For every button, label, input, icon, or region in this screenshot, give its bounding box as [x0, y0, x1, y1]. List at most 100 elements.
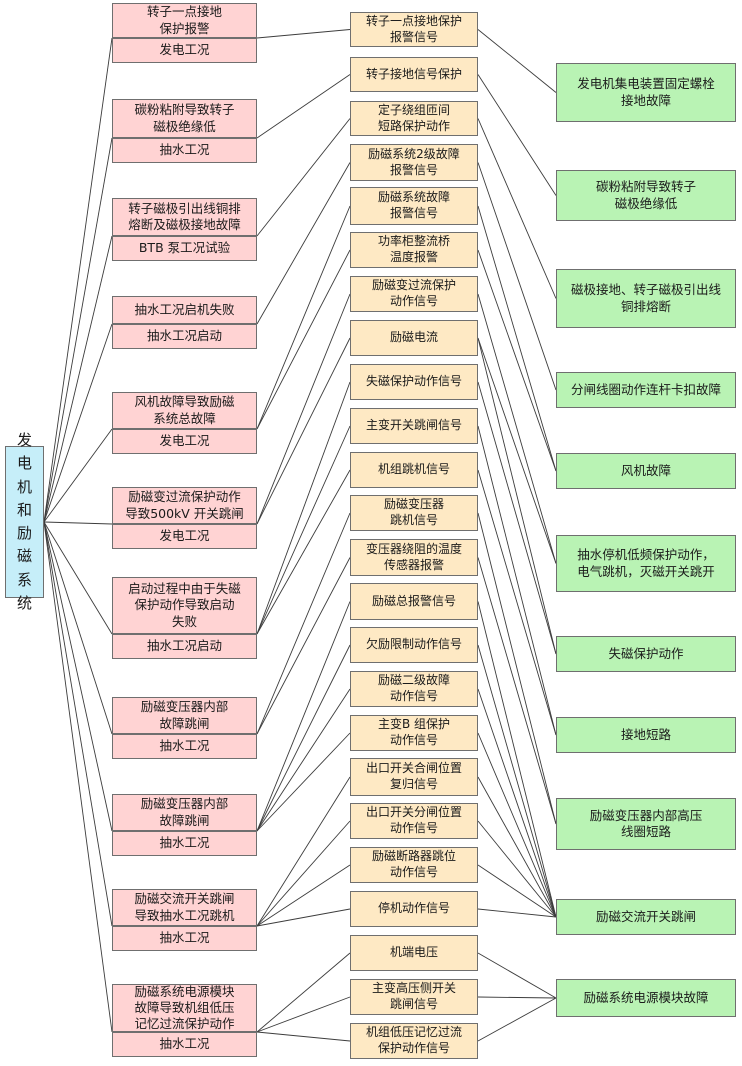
- event-signal-edge-3-3: [256, 118, 351, 237]
- signal-node-1: 转子一点接地保护 报警信号: [350, 12, 478, 47]
- signal-fault-edge-6-5: [477, 249, 557, 472]
- root-event-edge-7: [43, 521, 113, 635]
- event-title-3: 转子磁极引出线铜排 熔断及磁极接地故障: [112, 198, 257, 236]
- signal-fault-edge-18-10: [477, 776, 557, 918]
- fault-node-8: 接地短路: [556, 717, 736, 753]
- signal-node-9: 失磁保护动作信号: [350, 364, 478, 400]
- event-signal-edge-10-18: [256, 776, 351, 927]
- signal-fault-edge-3-3: [477, 118, 557, 299]
- event-condition-11: 抽水工况: [112, 1032, 257, 1057]
- fault-node-4: 分闸线圈动作连杆卡扣故障: [556, 372, 736, 408]
- signal-node-4: 励磁系统2级故障 报警信号: [350, 144, 478, 181]
- fault-node-7: 失磁保护动作: [556, 636, 736, 672]
- event-condition-9: 抽水工况: [112, 831, 257, 856]
- root-event-edge-6: [43, 521, 113, 525]
- fault-node-3: 磁极接地、转子磁极引出线 铜排熔断: [556, 269, 736, 328]
- root-event-edge-11: [43, 521, 113, 1033]
- signal-node-6: 功率柜整流桥 温度报警: [350, 232, 478, 268]
- event-title-1: 转子一点接地 保护报警: [112, 3, 257, 38]
- event-condition-7: 抽水工况启动: [112, 634, 257, 659]
- event-title-4: 抽水工况启机失败: [112, 296, 257, 324]
- event-signal-edge-11-22: [256, 952, 351, 1033]
- signal-fault-edge-16-10: [477, 688, 557, 918]
- signal-fault-edge-23-11: [477, 996, 557, 999]
- signal-node-12: 励磁变压器 跳机信号: [350, 495, 478, 531]
- event-signal-edge-9-17: [256, 732, 351, 832]
- signal-node-21: 停机动作信号: [350, 891, 478, 927]
- root-event-edge-4: [43, 323, 113, 523]
- signal-node-11: 机组跳机信号: [350, 452, 478, 488]
- event-signal-edge-9-16: [256, 688, 351, 832]
- signal-fault-edge-1-1: [477, 29, 557, 93]
- fault-node-10: 励磁交流开关跳闸: [556, 899, 736, 935]
- event-condition-10: 抽水工况: [112, 926, 257, 951]
- event-signal-edge-6-8: [256, 337, 351, 525]
- event-signal-edge-7-11: [256, 469, 351, 635]
- signal-node-5: 励磁系统故障 报警信号: [350, 187, 478, 225]
- signal-fault-edge-2-2: [477, 74, 557, 196]
- signal-node-24: 机组低压记忆过流 保护动作信号: [350, 1023, 478, 1059]
- signal-fault-edge-5-5: [477, 205, 557, 472]
- signal-fault-edge-19-10: [477, 820, 557, 918]
- event-signal-edge-9-15: [256, 644, 351, 832]
- event-signal-edge-4-4: [256, 162, 351, 325]
- event-signal-edge-8-13: [256, 557, 351, 735]
- signal-fault-edge-4-4: [477, 162, 557, 391]
- event-title-8: 励磁变压器内部 故障跳闸: [112, 697, 257, 734]
- event-condition-1: 发电工况: [112, 38, 257, 63]
- event-signal-edge-1-1: [256, 29, 351, 39]
- event-condition-2: 抽水工况: [112, 138, 257, 163]
- signal-node-7: 励磁变过流保护 动作信号: [350, 276, 478, 312]
- signal-fault-edge-21-10: [477, 908, 557, 918]
- event-signal-edge-11-24: [256, 1031, 351, 1042]
- signal-fault-edge-9-7: [477, 381, 557, 655]
- signal-fault-edge-7-6: [477, 293, 557, 564]
- signal-fault-edge-20-10: [477, 864, 557, 918]
- event-signal-edge-5-5: [256, 205, 351, 430]
- event-signal-edge-10-21: [256, 908, 351, 927]
- signal-node-20: 励磁断路器跳位 动作信号: [350, 847, 478, 883]
- root-event-edge-9: [43, 521, 113, 832]
- signal-node-17: 主变B 组保护 动作信号: [350, 715, 478, 751]
- root-node: 发 电 机 和 励 磁 系 统: [5, 431, 44, 612]
- fault-node-5: 风机故障: [556, 453, 736, 489]
- signal-fault-edge-15-10: [477, 644, 557, 918]
- signal-node-10: 主变开关跳闸信号: [350, 408, 478, 444]
- signal-fault-edge-12-9: [477, 512, 557, 825]
- event-title-9: 励磁变压器内部 故障跳闸: [112, 794, 257, 831]
- signal-node-23: 主变高压侧开关 跳闸信号: [350, 979, 478, 1015]
- fault-node-1: 发电机集电装置固定螺栓 接地故障: [556, 63, 736, 122]
- signal-fault-edge-13-9: [477, 557, 557, 825]
- signal-fault-edge-14-10: [477, 601, 557, 918]
- event-signal-edge-2-2: [256, 74, 351, 139]
- signal-node-14: 励磁总报警信号: [350, 583, 478, 620]
- event-signal-edge-7-9: [256, 381, 351, 635]
- event-title-5: 风机故障导致励磁 系统总故障: [112, 392, 257, 429]
- root-event-edge-8: [43, 521, 113, 735]
- event-condition-3: BTB 泵工况试验: [112, 236, 257, 261]
- signal-node-15: 欠励限制动作信号: [350, 627, 478, 663]
- signal-node-8: 励磁电流: [350, 320, 478, 356]
- event-condition-4: 抽水工况启动: [112, 324, 257, 349]
- signal-node-19: 出口开关分闸位置 动作信号: [350, 803, 478, 839]
- root-event-edge-10: [43, 521, 113, 927]
- fault-node-2: 碳粉粘附导致转子 磁极绝缘低: [556, 170, 736, 221]
- event-condition-5: 发电工况: [112, 429, 257, 454]
- event-signal-edge-11-23: [256, 996, 351, 1033]
- signal-fault-edge-8-6: [477, 337, 557, 564]
- event-signal-edge-6-7: [256, 293, 351, 525]
- signal-fault-edge-22-11: [477, 952, 557, 999]
- signal-node-13: 变压器绕阻的温度 传感器报警: [350, 539, 478, 576]
- signal-node-3: 定子绕组匝间 短路保护动作: [350, 101, 478, 136]
- event-title-11: 励磁系统电源模块 故障导致机组低压 记忆过流保护动作: [112, 984, 257, 1032]
- signal-node-18: 出口开关合闸位置 复归信号: [350, 758, 478, 796]
- event-title-2: 碳粉粘附导致转子 磁极绝缘低: [112, 99, 257, 138]
- event-signal-edge-10-19: [256, 820, 351, 927]
- fault-node-9: 励磁变压器内部高压 线圈短路: [556, 798, 736, 850]
- root-event-edge-5: [43, 428, 113, 523]
- event-signal-edge-10-20: [256, 864, 351, 927]
- signal-node-2: 转子接地信号保护: [350, 57, 478, 92]
- signal-fault-edge-11-8: [477, 469, 557, 736]
